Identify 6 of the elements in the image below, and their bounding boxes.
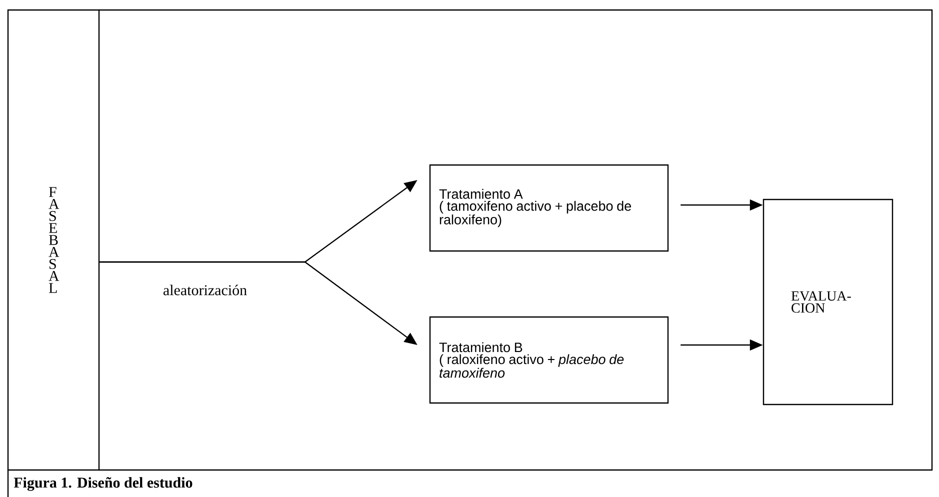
band: F A S E B A S A L: [7, 9, 100, 471]
treatment-box: Tratamiento B ( raloxifeno activo + placebo de tamoxifeno: [429, 316, 669, 404]
caption: Figura 1. Diseño del estudio: [14, 477, 192, 491]
treatment-box: Tratamiento A ( tamoxifeno activo + placebo de raloxifeno): [429, 164, 669, 252]
evaluation-box: EVALUA- CION: [762, 198, 894, 406]
edge-label: aleatorización: [162, 284, 248, 296]
